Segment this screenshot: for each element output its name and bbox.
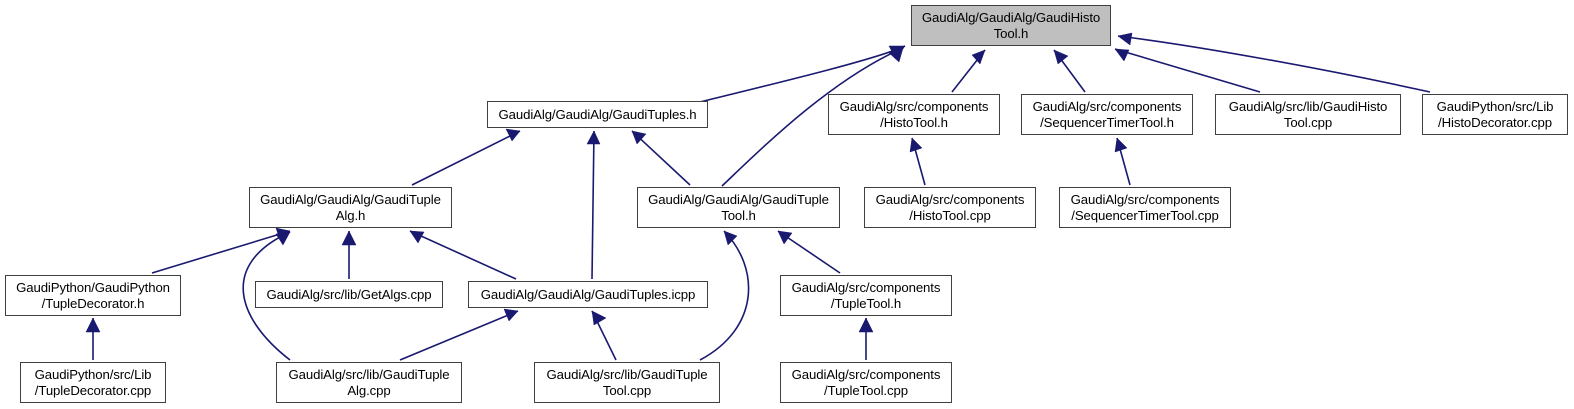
graph-node-gauditupealg_h[interactable]: GaudiAlg/GaudiAlg/GaudiTuple Alg.h xyxy=(249,187,452,228)
edge-arrowhead xyxy=(777,230,793,245)
graph-node-getalgs_cpp[interactable]: GaudiAlg/src/lib/GetAlgs.cpp xyxy=(255,281,443,308)
edge-arrowhead xyxy=(723,230,738,246)
edge-line xyxy=(411,130,521,186)
edge-line xyxy=(699,230,750,361)
graph-node-tupletool_cpp[interactable]: GaudiAlg/src/components /TupleTool.cpp xyxy=(780,362,952,403)
graph-node-label: GaudiAlg/src/lib/GetAlgs.cpp xyxy=(266,286,432,302)
edge-arrowhead xyxy=(909,137,923,153)
graph-edge xyxy=(699,230,750,361)
graph-node-gaudihistotool_h[interactable]: GaudiAlg/GaudiAlg/GaudiHisto Tool.h xyxy=(911,5,1111,46)
edge-line xyxy=(1117,35,1431,93)
graph-node-gauditupetool_cpp[interactable]: GaudiAlg/src/lib/GaudiTuple Tool.cpp xyxy=(534,362,720,403)
graph-node-gauditupes_icpp[interactable]: GaudiAlg/GaudiAlg/GaudiTuples.icpp xyxy=(468,281,708,308)
graph-node-label: GaudiAlg/GaudiAlg/GaudiTuples.h xyxy=(498,106,697,122)
edge-arrowhead xyxy=(341,230,357,246)
graph-edge xyxy=(151,227,291,274)
edge-arrowhead xyxy=(1053,49,1069,65)
graph-node-label: GaudiAlg/src/components /TupleTool.h xyxy=(791,280,941,311)
graph-node-tupledecorator_h[interactable]: GaudiPython/GaudiPython /TupleDecorator.… xyxy=(5,275,181,316)
edge-arrowhead xyxy=(858,317,874,333)
edge-line xyxy=(409,230,517,280)
graph-edge xyxy=(777,230,841,274)
graph-node-label: GaudiAlg/GaudiAlg/GaudiTuple Alg.h xyxy=(260,192,441,223)
graph-edge xyxy=(399,308,519,361)
graph-node-label: GaudiAlg/src/components /SequencerTimerT… xyxy=(1070,192,1220,223)
edge-line xyxy=(151,230,291,274)
graph-node-label: GaudiAlg/src/lib/GaudiTuple Alg.cpp xyxy=(288,367,450,398)
edge-arrowhead xyxy=(586,130,601,145)
edge-arrowhead xyxy=(1114,137,1128,153)
graph-edge xyxy=(1114,137,1131,186)
graph-node-label: GaudiAlg/src/components /TupleTool.cpp xyxy=(791,367,941,398)
graph-edge xyxy=(951,49,986,93)
graph-node-gauditupealg_cpp[interactable]: GaudiAlg/src/lib/GaudiTuple Alg.cpp xyxy=(276,362,462,403)
graph-node-gaudihistotool_cpp[interactable]: GaudiAlg/src/lib/GaudiHisto Tool.cpp xyxy=(1215,94,1401,135)
edge-line xyxy=(1114,48,1261,93)
graph-edge xyxy=(409,230,517,280)
graph-node-tupletool_h[interactable]: GaudiAlg/src/components /TupleTool.h xyxy=(780,275,952,316)
edge-arrowhead xyxy=(631,130,647,145)
graph-edge xyxy=(1053,49,1086,93)
graph-edge xyxy=(858,317,874,360)
edge-line xyxy=(242,231,291,361)
edge-line xyxy=(591,130,595,280)
graph-node-label: GaudiAlg/src/components /SequencerTimerT… xyxy=(1032,99,1182,130)
graph-node-gauditupetool_h[interactable]: GaudiAlg/GaudiAlg/GaudiTuple Tool.h xyxy=(637,187,840,228)
graph-node-tupledecorator_cpp[interactable]: GaudiPython/src/Lib /TupleDecorator.cpp xyxy=(20,362,166,403)
graph-edge xyxy=(341,230,357,279)
edge-arrowhead xyxy=(1114,48,1130,62)
edge-line xyxy=(399,310,519,361)
edge-arrowhead xyxy=(1117,32,1133,46)
edge-line xyxy=(721,47,904,187)
graph-edge xyxy=(1117,32,1431,93)
graph-node-label: GaudiAlg/GaudiAlg/GaudiHisto Tool.h xyxy=(921,10,1101,41)
graph-edge xyxy=(909,137,926,186)
edge-arrowhead xyxy=(505,128,521,142)
edge-arrowhead xyxy=(887,47,904,63)
graph-edge xyxy=(411,128,521,186)
graph-node-label: GaudiAlg/src/components /HistoTool.h xyxy=(839,99,989,130)
graph-edge xyxy=(586,130,601,280)
edge-arrowhead xyxy=(275,231,291,246)
edge-line xyxy=(631,130,691,186)
edge-arrowhead xyxy=(85,317,101,333)
graph-node-histotool_cpp[interactable]: GaudiAlg/src/components /HistoTool.cpp xyxy=(864,187,1036,228)
graph-edge xyxy=(1114,48,1261,93)
graph-edge xyxy=(591,310,617,361)
graph-node-label: GaudiPython/GaudiPython /TupleDecorator.… xyxy=(16,280,170,311)
graph-node-histotool_h[interactable]: GaudiAlg/src/components /HistoTool.h xyxy=(828,94,1000,135)
graph-node-sequencertimertool_h[interactable]: GaudiAlg/src/components /SequencerTimerT… xyxy=(1021,94,1193,135)
graph-node-label: GaudiAlg/src/lib/GaudiTuple Tool.cpp xyxy=(546,367,708,398)
graph-node-gauditupes_h[interactable]: GaudiAlg/GaudiAlg/GaudiTuples.h xyxy=(487,101,708,128)
edge-arrowhead xyxy=(591,310,607,326)
graph-node-sequencertimertool_cpp[interactable]: GaudiAlg/src/components /SequencerTimerT… xyxy=(1059,187,1231,228)
graph-node-label: GaudiAlg/src/lib/GaudiHisto Tool.cpp xyxy=(1228,99,1388,130)
graph-edge xyxy=(85,317,101,360)
graph-node-label: GaudiAlg/src/components /HistoTool.cpp xyxy=(875,192,1025,223)
graph-node-label: GaudiPython/src/Lib /TupleDecorator.cpp xyxy=(34,367,152,398)
edge-arrowhead xyxy=(503,308,519,322)
graph-node-label: GaudiPython/src/Lib /HistoDecorator.cpp xyxy=(1436,99,1554,130)
graph-node-histodecorator_cpp[interactable]: GaudiPython/src/Lib /HistoDecorator.cpp xyxy=(1422,94,1568,135)
graph-node-label: GaudiAlg/GaudiAlg/GaudiTuple Tool.h xyxy=(648,192,829,223)
edge-arrowhead xyxy=(409,230,425,244)
graph-edge xyxy=(721,47,904,187)
edge-arrowhead xyxy=(971,49,986,65)
graph-node-label: GaudiAlg/GaudiAlg/GaudiTuples.icpp xyxy=(480,286,696,302)
graph-edge xyxy=(631,130,691,186)
graph-edge xyxy=(242,231,291,361)
